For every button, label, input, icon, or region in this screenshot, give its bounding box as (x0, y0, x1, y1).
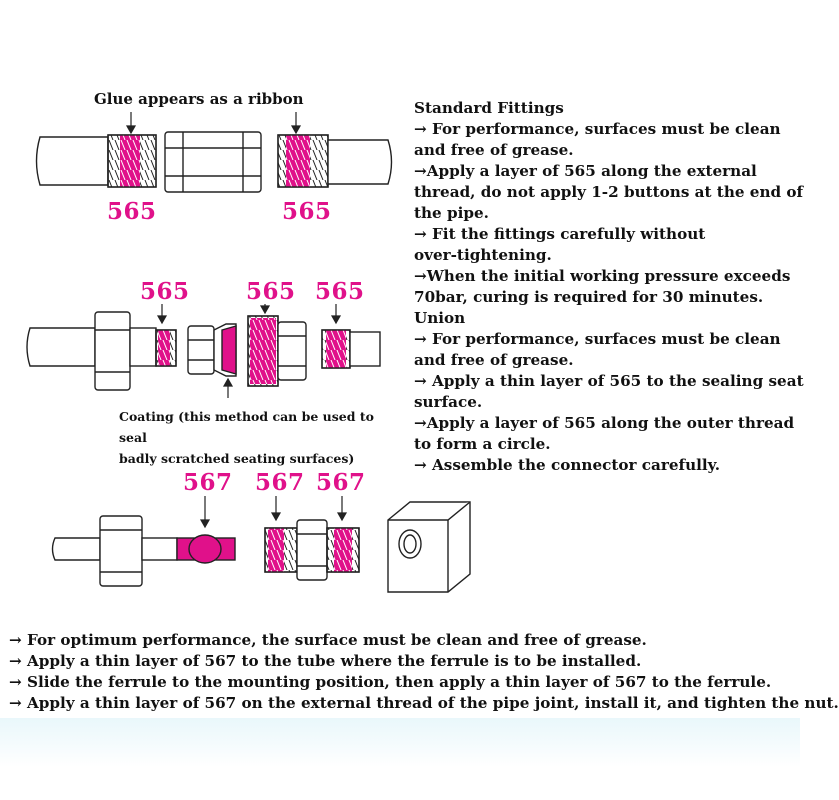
instructions-right: Standard Fittings → For performance, sur… (414, 98, 804, 476)
instruction-bottom-line: → For optimum performance, the surface m… (9, 631, 647, 649)
instruction-right-line: thread, do not apply 1-2 buttons at the … (414, 183, 804, 201)
instruction-bottom-line: → Apply a thin layer of 567 on the exter… (9, 694, 839, 712)
row2-arrows (156, 304, 342, 398)
instruction-right-line: →When the initial working pressure excee… (414, 267, 791, 285)
row2-right-pipe (321, 329, 381, 369)
row2-seat-piece (187, 323, 237, 377)
instruction-right-line: Union (414, 309, 466, 327)
instruction-right-line: over-tightening. (414, 246, 552, 264)
coating-caption: Coating (this method can be used to seal… (119, 406, 389, 469)
instruction-right-line: → Apply a thin layer of 565 to the seali… (414, 372, 804, 390)
label-565-row2-c: 565 (315, 278, 365, 305)
row2-union-pipe (26, 311, 177, 391)
row3-fitting-body (264, 519, 360, 581)
coating-caption-line1: Coating (this method can be used to seal (119, 409, 374, 445)
label-565-row2-b: 565 (246, 278, 296, 305)
instruction-right-line: surface. (414, 393, 483, 411)
row1-left-pipe (35, 134, 157, 188)
fittings-diagram (26, 112, 471, 593)
row3-block (387, 501, 471, 593)
top-background (0, 0, 800, 70)
label-565-row2-a: 565 (140, 278, 190, 305)
row1-coupling (164, 131, 262, 193)
instruction-right-line: → Assemble the connector carefully. (414, 456, 721, 474)
bottom-background (0, 718, 800, 800)
instruction-right-line: to form a circle. (414, 435, 551, 453)
instruction-right-line: → For performance, surfaces must be clea… (414, 120, 781, 138)
label-567-row3-c: 567 (316, 469, 366, 496)
label-565-row1-left: 565 (107, 198, 157, 225)
label-567-row3-b: 567 (255, 469, 305, 496)
instruction-right-line: → For performance, surfaces must be clea… (414, 330, 781, 348)
row3-arrows (199, 496, 348, 529)
instruction-right-line: Standard Fittings (414, 99, 564, 117)
instructions-bottom: → For optimum performance, the surface m… (9, 630, 839, 714)
coating-caption-line2: badly scratched seating surfaces) (119, 451, 355, 466)
instruction-right-line: →Apply a layer of 565 along the external (414, 162, 757, 180)
ribbon-caption: Glue appears as a ribbon (94, 90, 304, 108)
instruction-right-line: 70bar, curing is required for 30 minutes… (414, 288, 764, 306)
row1-right-pipe (277, 134, 393, 188)
instruction-bottom-line: → Slide the ferrule to the mounting posi… (9, 673, 772, 691)
row1-arrows (125, 112, 302, 135)
label-565-row1-right: 565 (282, 198, 332, 225)
instruction-right-line: → Fit the fittings carefully without (414, 225, 706, 243)
instruction-bottom-line: → Apply a thin layer of 567 to the tube … (9, 652, 642, 670)
row2-nut (247, 315, 307, 387)
instruction-right-line: the pipe. (414, 204, 489, 222)
instruction-right-line: →Apply a layer of 565 along the outer th… (414, 414, 795, 432)
instruction-right-line: and free of grease. (414, 141, 574, 159)
instruction-right-line: and free of grease. (414, 351, 574, 369)
row3-ferrule-tube (51, 515, 236, 587)
label-567-row3-a: 567 (183, 469, 233, 496)
